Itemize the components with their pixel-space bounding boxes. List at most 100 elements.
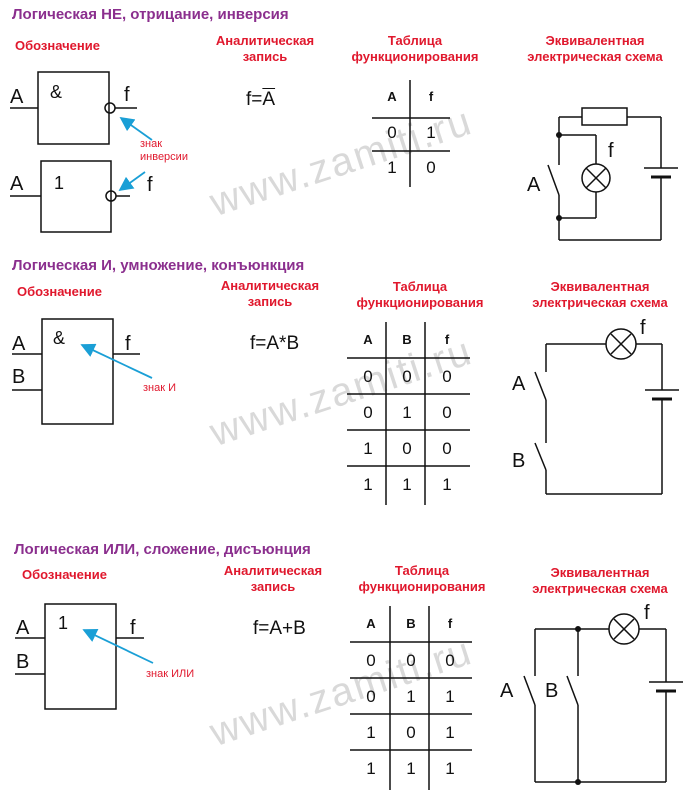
not-gate1-input-a: A [10, 86, 24, 108]
and-table-cell: 1 [402, 475, 412, 494]
not-table-cell: 0 [426, 158, 436, 177]
or-formula: f=A+B [253, 618, 306, 639]
and-table-header: f [444, 332, 450, 347]
table-header-line1: Таблица [387, 33, 443, 48]
not-inversion-arrow-2 [118, 171, 146, 192]
and-gate-input-b: B [12, 366, 26, 388]
not-note-line1: знак [140, 138, 163, 150]
analytic-header-line1: Аналитическая [220, 278, 320, 293]
and-table-cell: 0 [363, 367, 373, 386]
or-table-cell: 1 [366, 759, 376, 778]
and-gate-output-f: f [125, 333, 131, 355]
or-table-cell: 1 [445, 687, 455, 706]
or-table-header: A [366, 616, 376, 631]
analytic-header-line2: запись [250, 579, 296, 594]
equiv-header: Эквивалентная электрическая схема [510, 33, 680, 65]
designation-header: Обозначение [15, 38, 100, 53]
not-gate1-box [37, 71, 110, 145]
or-gate-input-b: B [16, 651, 30, 673]
table-header-line1: Таблица [394, 563, 450, 578]
not-circuit-resistor [581, 107, 628, 126]
equiv-header-line2: электрическая схема [532, 295, 668, 310]
equiv-header-line1: Эквивалентная [550, 279, 650, 294]
designation-header: Обозначение [22, 567, 107, 582]
equiv-header-line2: электрическая схема [527, 49, 663, 64]
and-circuit-lamp-label: f [640, 317, 646, 339]
not-circuit-lamp-cross [585, 167, 607, 189]
and-sign-note: знак И [143, 382, 177, 394]
not-inversion-note: знак инверсии [140, 138, 188, 164]
or-gate-symbol: 1 [58, 613, 69, 633]
equiv-header-line1: Эквивалентная [545, 33, 645, 48]
or-circuit-lamp-cross [613, 618, 635, 640]
and-formula: f=A*B [250, 333, 300, 354]
or-circuit-switch-b [566, 675, 579, 706]
not-gate2-symbol: 1 [54, 173, 65, 193]
or-table-header: f [447, 616, 453, 631]
and-table-cell: 0 [442, 403, 452, 422]
equiv-header: Эквивалентная электрическая схема [515, 565, 685, 597]
or-circuit-junction [575, 779, 581, 785]
not-section-title: Логическая НЕ, отрицание, инверсия [12, 6, 289, 23]
or-section-title: Логическая ИЛИ, сложение, дисъюнция [14, 541, 311, 558]
not-gate2-output-f: f [147, 174, 153, 196]
or-table-cell: 0 [366, 687, 376, 706]
not-note-line2: инверсии [140, 151, 188, 163]
analytic-header-line2: запись [247, 294, 293, 309]
and-gate-input-a: A [12, 333, 26, 355]
or-table-cell: 0 [445, 651, 455, 670]
not-circuit-switch-label: A [527, 174, 541, 196]
not-inversion-arrow-1 [119, 116, 153, 141]
or-table-cell: 1 [445, 723, 455, 742]
and-table-cell: 1 [442, 475, 452, 494]
and-circuit-lamp-cross [610, 333, 632, 355]
or-sign-arrow [82, 628, 154, 664]
not-formula-var: A [262, 89, 276, 110]
not-gate1-symbol: & [50, 82, 63, 102]
table-header-line2: функционирования [358, 579, 486, 594]
analytic-header-line1: Аналитическая [223, 563, 323, 578]
and-gate-symbol: & [53, 328, 66, 348]
designation-header: Обозначение [17, 284, 102, 299]
not-gate1-output-f: f [124, 84, 130, 106]
not-circuit-lamp-label: f [608, 140, 614, 162]
not-circuit-switch [547, 164, 560, 196]
or-gate-output-f: f [130, 617, 136, 639]
or-sign-note: знак ИЛИ [146, 668, 195, 680]
and-table-cell: 1 [363, 439, 373, 458]
not-table-cell: 0 [387, 123, 397, 142]
and-table-cell: 0 [402, 367, 412, 386]
or-table-header: B [406, 616, 416, 631]
and-table-cell: 1 [363, 475, 373, 494]
equiv-header: Эквивалентная электрическая схема [515, 279, 685, 311]
and-circuit-switch-b-label: B [512, 450, 526, 472]
and-sign-arrow [80, 343, 153, 379]
or-table-cell: 1 [406, 687, 416, 706]
table-header: Таблица функционирования [345, 279, 495, 311]
not-circuit-junction [556, 132, 562, 138]
table-header-line2: функционирования [351, 49, 479, 64]
and-table-cell: 0 [402, 439, 412, 458]
or-table-cell: 1 [406, 759, 416, 778]
not-gate1-inversion-bubble [104, 102, 116, 114]
or-table-cell: 1 [366, 723, 376, 742]
and-table-header: B [402, 332, 412, 347]
table-header-line1: Таблица [392, 279, 448, 294]
table-header: Таблица функционирования [347, 563, 497, 595]
or-circuit-junction [575, 626, 581, 632]
analytic-header: Аналитическая запись [208, 563, 338, 595]
and-table-cell: 1 [402, 403, 412, 422]
or-circuit-switch-a [523, 675, 536, 706]
and-table-cell: 0 [363, 403, 373, 422]
not-formula-prefix: f= [246, 89, 263, 110]
not-gate2-input-a: A [10, 173, 24, 195]
equiv-header-line1: Эквивалентная [550, 565, 650, 580]
and-circuit-switch-a [534, 371, 547, 401]
analytic-header-line2: запись [242, 49, 288, 64]
and-circuit-switch-b [534, 442, 547, 471]
equiv-header-line2: электрическая схема [532, 581, 668, 596]
not-table-header: A [387, 89, 397, 104]
not-table-cell: 1 [387, 158, 397, 177]
analytic-header: Аналитическая запись [205, 278, 335, 310]
or-table-cell: 0 [406, 651, 416, 670]
